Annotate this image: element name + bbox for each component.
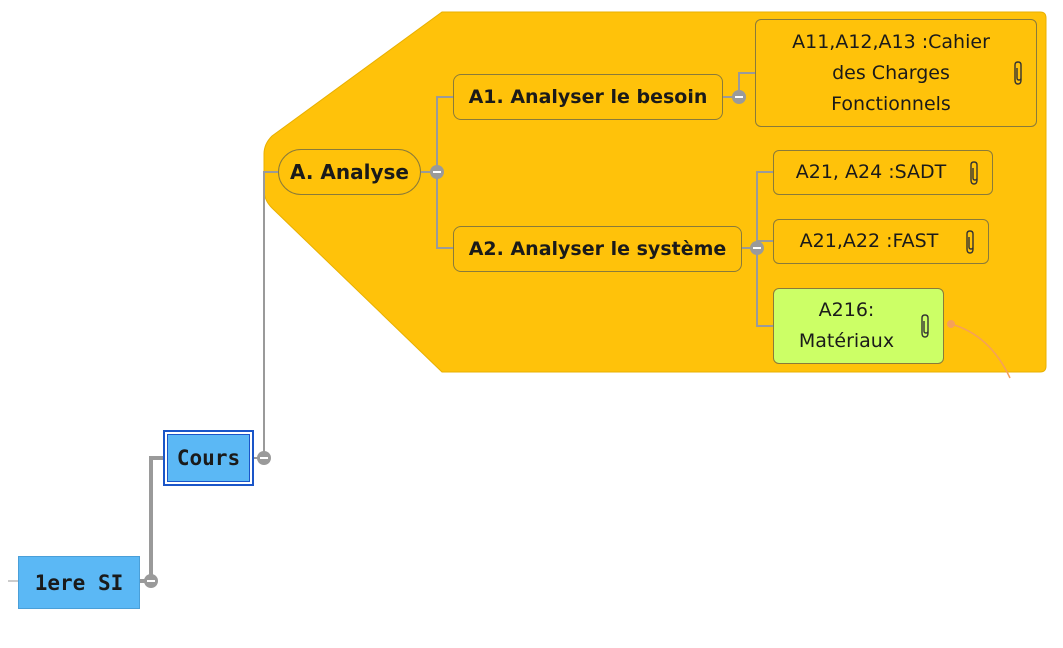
paperclip-icon[interactable] <box>1012 60 1026 86</box>
topic-materiaux-line-2: Matériaux <box>798 330 895 352</box>
connector-a1-doc <box>723 72 755 98</box>
topic-fast-label: A21,A22 :FAST <box>799 230 939 252</box>
topic-materiaux-line-1: A216: <box>818 299 875 321</box>
topic-analyse-label: A. Analyse <box>290 160 409 184</box>
paperclip-icon[interactable] <box>968 160 982 186</box>
topic-cahier-line-2: des Charges <box>832 61 950 84</box>
topic-cahier-line-1: A11,A12,A13 :Cahier <box>792 30 990 53</box>
topic-sadt-label: A21, A24 :SADT <box>795 161 947 183</box>
topic-fast[interactable]: A21,A22 :FAST <box>773 219 989 264</box>
topic-a1-analyser-besoin[interactable]: A1. Analyser le besoin <box>453 74 723 120</box>
root-topic-1ere-si[interactable]: 1ere SI <box>18 556 140 609</box>
topic-cahier-des-charges[interactable]: A11,A12,A13 :Cahier des Charges Fonction… <box>755 19 1037 127</box>
topic-cours[interactable]: Cours <box>163 430 254 486</box>
root-topic-label: 1ere SI <box>34 570 124 595</box>
relationship-line[interactable] <box>950 323 1011 379</box>
topic-sadt[interactable]: A21, A24 :SADT <box>773 150 993 195</box>
topic-a2-analyser-systeme[interactable]: A2. Analyser le système <box>453 226 742 272</box>
collapse-icon[interactable] <box>732 90 746 104</box>
paperclip-icon[interactable] <box>964 229 978 255</box>
paperclip-icon[interactable] <box>919 313 933 339</box>
connector-root-cours <box>140 456 163 583</box>
connector-cours-analyse <box>254 171 278 459</box>
collapse-icon[interactable] <box>257 451 271 465</box>
topic-materiaux[interactable]: A216: Matériaux <box>773 288 944 364</box>
connector-a2-sadt <box>742 171 773 249</box>
topic-a1-label: A1. Analyser le besoin <box>468 86 708 108</box>
topic-cahier-line-3: Fonctionnels <box>831 92 951 115</box>
topic-analyse[interactable]: A. Analyse <box>278 149 421 195</box>
topic-cahier-label: A11,A12,A13 :Cahier des Charges Fonction… <box>756 27 1012 120</box>
topic-materiaux-label: A216: Matériaux <box>774 295 919 357</box>
topic-a2-label: A2. Analyser le système <box>468 238 727 260</box>
topic-cours-label: Cours <box>176 446 241 470</box>
connector-a2-materiaux <box>756 248 773 327</box>
collapse-icon[interactable] <box>750 241 764 255</box>
connector-analyse-a2 <box>436 172 453 249</box>
collapse-icon[interactable] <box>144 574 158 588</box>
connector-analyse-a1 <box>421 96 453 173</box>
collapse-icon[interactable] <box>430 165 444 179</box>
